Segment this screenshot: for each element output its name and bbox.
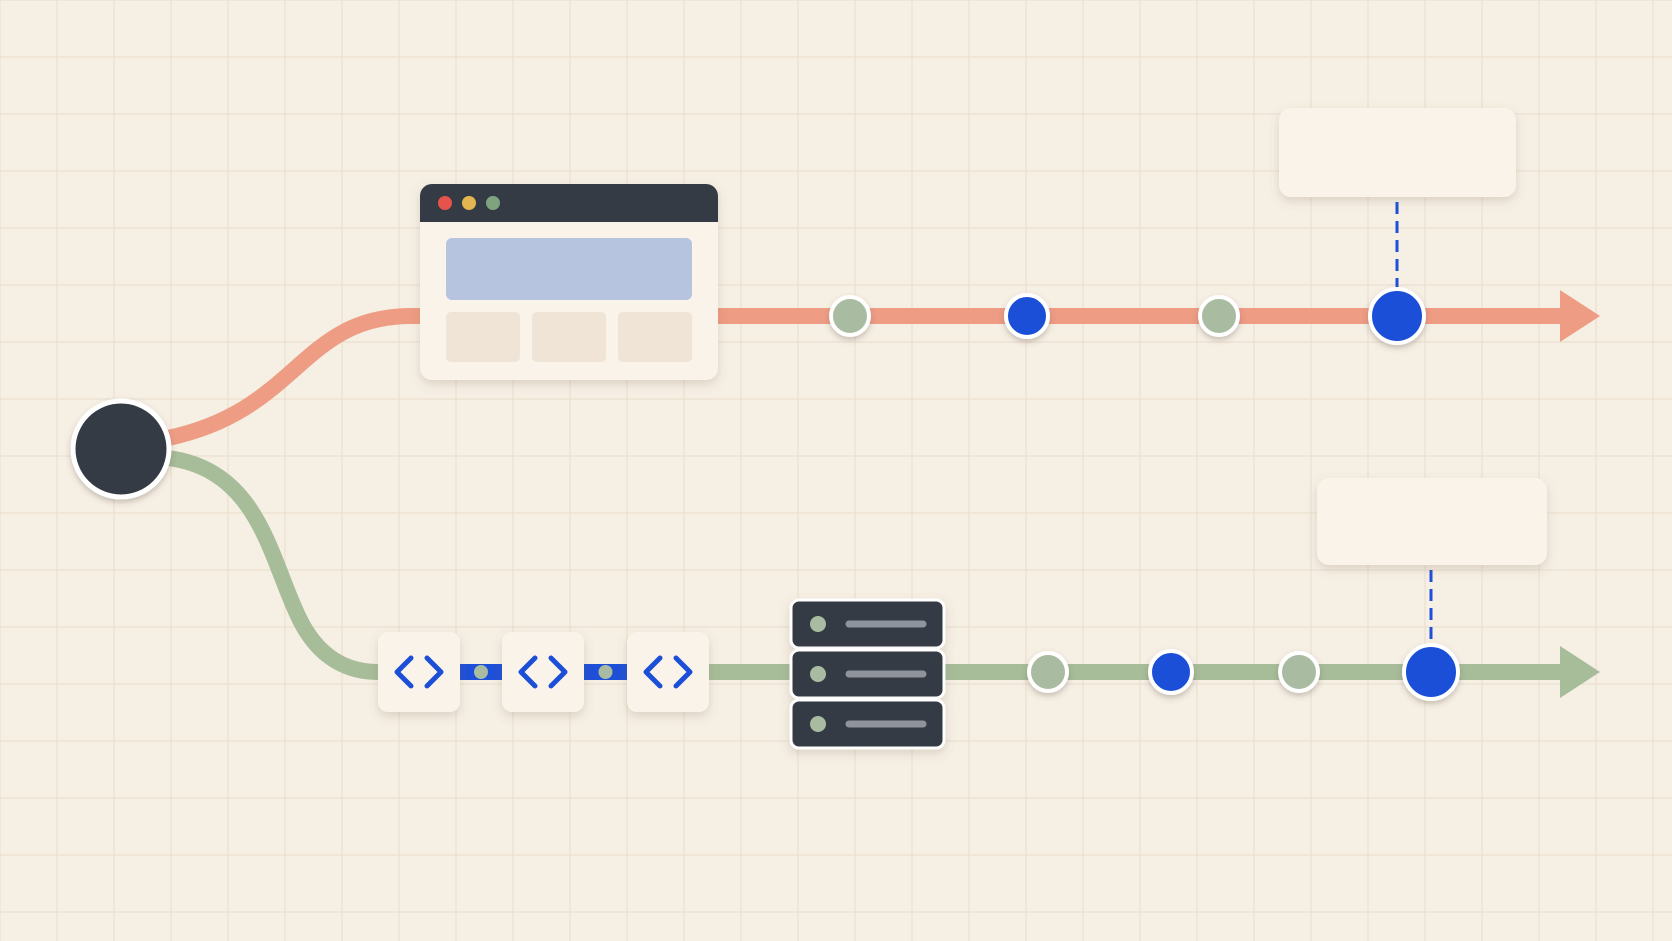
browser-banner-block: [446, 238, 692, 300]
milestone-marker: [1402, 643, 1460, 701]
window-close-dot: [438, 196, 452, 210]
code-block-card: [627, 632, 709, 712]
checkpoint-marker: [1278, 651, 1320, 693]
frontend-branch-curve: [160, 308, 420, 446]
server-status-led: [810, 666, 826, 682]
server-stack-icon: [789, 598, 946, 750]
code-block-icon: [502, 632, 584, 712]
frontend-arrow-head: [1560, 290, 1600, 342]
code-link-joint: [598, 665, 613, 679]
window-minimize-dot: [462, 196, 476, 210]
code-link-joint: [474, 665, 488, 679]
backend-branch-curve: [160, 450, 386, 680]
server-status-led: [810, 616, 826, 632]
server-unit: [789, 598, 946, 650]
browser-content-tile: [532, 312, 606, 362]
code-block-card: [502, 632, 584, 712]
frontend-markers: [829, 287, 1426, 345]
milestone-marker: [1148, 649, 1194, 695]
checkpoint-marker: [829, 295, 871, 337]
browser-content-tile: [446, 312, 520, 362]
browser-content-tile: [618, 312, 692, 362]
backend-markers: [1027, 643, 1460, 701]
code-block-group: [378, 632, 709, 712]
code-block-card: [378, 632, 460, 712]
server-unit: [789, 648, 946, 700]
code-block-icon: [627, 632, 709, 712]
code-brackets-icon: [394, 655, 444, 689]
origin-node: [70, 398, 172, 500]
milestone-marker: [1004, 293, 1050, 339]
code-block-icon: [378, 632, 460, 712]
code-brackets-icon: [518, 655, 568, 689]
frontend-callout-card: [1279, 108, 1516, 197]
checkpoint-marker: [1198, 295, 1240, 337]
browser-title-bar: [420, 184, 718, 222]
backend-arrow-head: [1560, 646, 1600, 698]
backend-callout-card: [1317, 478, 1547, 565]
checkpoint-marker: [1027, 651, 1069, 693]
code-block-links: [460, 664, 800, 680]
browser-window-icon: [420, 184, 718, 380]
window-maximize-dot: [486, 196, 500, 210]
server-status-led: [810, 716, 826, 732]
server-unit: [789, 698, 946, 750]
code-brackets-icon: [643, 655, 693, 689]
milestone-marker: [1368, 287, 1426, 345]
